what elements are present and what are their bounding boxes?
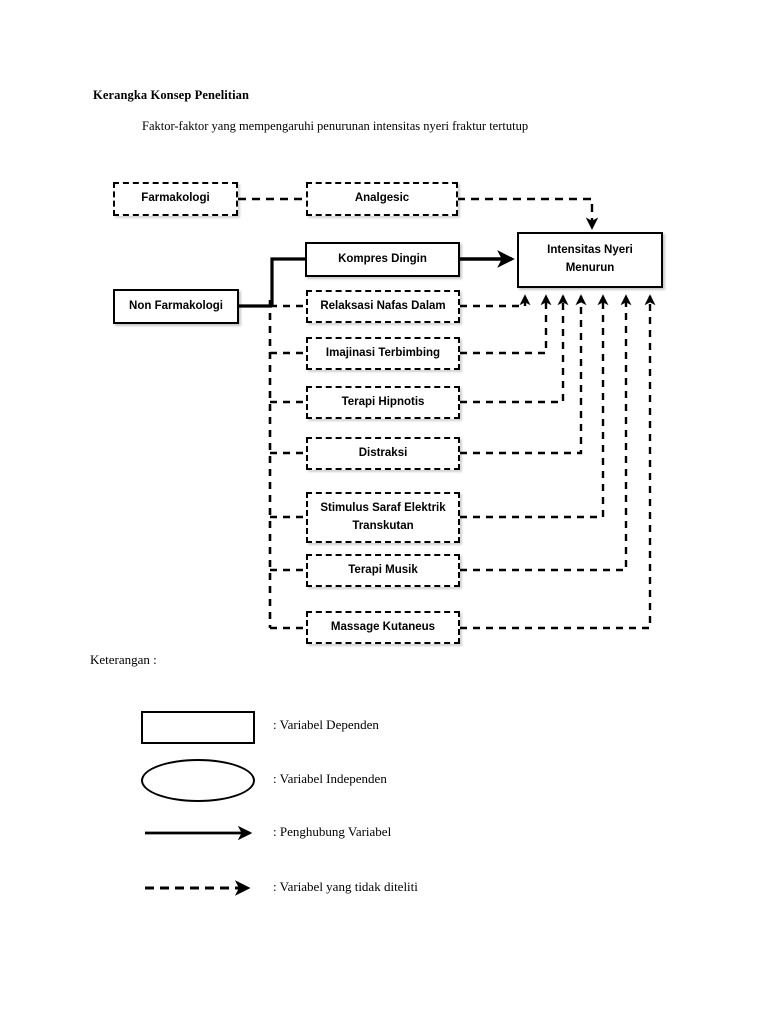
link-relaksasi-outcome <box>460 294 531 308</box>
node-label: Relaksasi Nafas Dalam <box>320 299 446 312</box>
node-label: Terapi Musik <box>348 563 418 576</box>
legend-heading: Keterangan : <box>90 652 157 667</box>
node-relaksasi-nafas-dalam[interactable]: Relaksasi Nafas Dalam <box>306 290 460 323</box>
link-hipnotis-outcome <box>460 294 569 404</box>
page-subtitle: Faktor-faktor yang mempengaruhi penuruna… <box>142 119 529 133</box>
node-terapi-hipnotis[interactable]: Terapi Hipnotis <box>306 386 460 419</box>
node-label: Massage Kutaneus <box>330 620 436 633</box>
node-imajinasi-terbimbing[interactable]: Imajinasi Terbimbing <box>306 337 460 370</box>
node-label-line2: Transkutan <box>352 519 414 532</box>
node-label: Non Farmakologi <box>129 299 223 312</box>
link-imajinasi-outcome <box>460 294 552 355</box>
node-label-line2: Menurun <box>565 262 615 274</box>
link-musik-outcome <box>460 294 632 572</box>
legend-label-penghubung-variabel: : Penghubung Variabel <box>273 824 392 839</box>
node-label: Imajinasi Terbimbing <box>325 346 441 359</box>
node-massage-kutaneus[interactable]: Massage Kutaneus <box>306 611 460 644</box>
legend-label-variabel-tidak-diteliti: : Variabel yang tidak diteliti <box>273 879 418 894</box>
legend-ellipse-icon <box>141 759 255 802</box>
node-label: Analgesic <box>354 192 410 205</box>
node-kompres-dingin[interactable]: Kompres Dingin <box>305 242 460 277</box>
page-title: Kerangka Konsep Penelitian <box>93 88 250 102</box>
link-stimulus-outcome <box>460 294 609 519</box>
node-label-line1: Stimulus Saraf Elektrik <box>320 501 446 514</box>
node-label: Farmakologi <box>141 192 210 205</box>
legend-label-variabel-independen: : Variabel Independen <box>273 771 387 786</box>
node-label: Distraksi <box>358 446 408 459</box>
node-terapi-musik[interactable]: Terapi Musik <box>306 554 460 587</box>
link-nonfarmakologi-kompres <box>270 257 305 306</box>
node-stimulus-saraf-elektrik-transkutan[interactable]: Stimulus Saraf Elektrik Transkutan <box>306 492 460 543</box>
legend-label-variabel-dependen: : Variabel Dependen <box>273 717 379 732</box>
link-distraksi-outcome <box>460 294 587 455</box>
legend-rectangle-icon <box>141 711 255 744</box>
node-non-farmakologi[interactable]: Non Farmakologi <box>113 289 239 324</box>
node-label-line1: Intensitas Nyeri <box>547 244 633 257</box>
node-label: Kompres Dingin <box>338 252 427 265</box>
node-intensitas-nyeri-menurun[interactable]: Intensitas Nyeri Menurun <box>517 232 663 288</box>
link-analgesic-outcome <box>457 197 599 230</box>
node-distraksi[interactable]: Distraksi <box>306 437 460 470</box>
link-massage-outcome <box>460 294 656 630</box>
node-farmakologi[interactable]: Farmakologi <box>113 182 238 216</box>
node-label: Terapi Hipnotis <box>341 395 425 408</box>
node-analgesic[interactable]: Analgesic <box>306 182 458 216</box>
